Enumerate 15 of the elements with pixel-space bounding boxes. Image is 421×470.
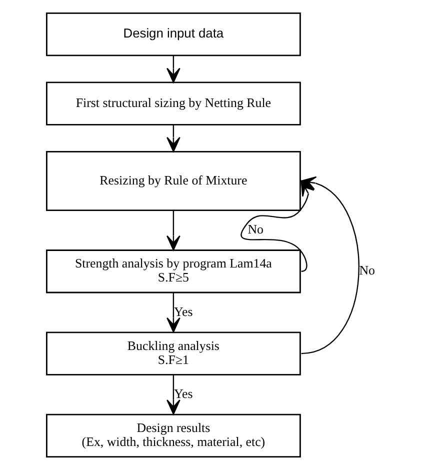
arrow <box>166 292 180 333</box>
node-box: Strength analysis by program Lam14a S.F≥5 <box>46 250 300 294</box>
arrow <box>166 210 180 251</box>
edge-label: No <box>358 264 374 278</box>
node-box: Design results (Ex, width, thickness, material, etc) <box>46 414 300 458</box>
edge-label: Yes <box>174 386 192 401</box>
arrow <box>166 56 180 83</box>
edge-label: Yes <box>174 304 192 319</box>
node-box: First structural sizing by Netting Rule <box>46 82 300 126</box>
node-box: Buckling analysis S.F≥1 <box>46 332 300 376</box>
node-box: Design input data <box>46 12 300 56</box>
edge-label: No <box>247 222 263 237</box>
arrow <box>166 374 180 415</box>
arrow <box>166 124 180 152</box>
node-box: Resizing by Rule of Mixture <box>46 150 300 212</box>
